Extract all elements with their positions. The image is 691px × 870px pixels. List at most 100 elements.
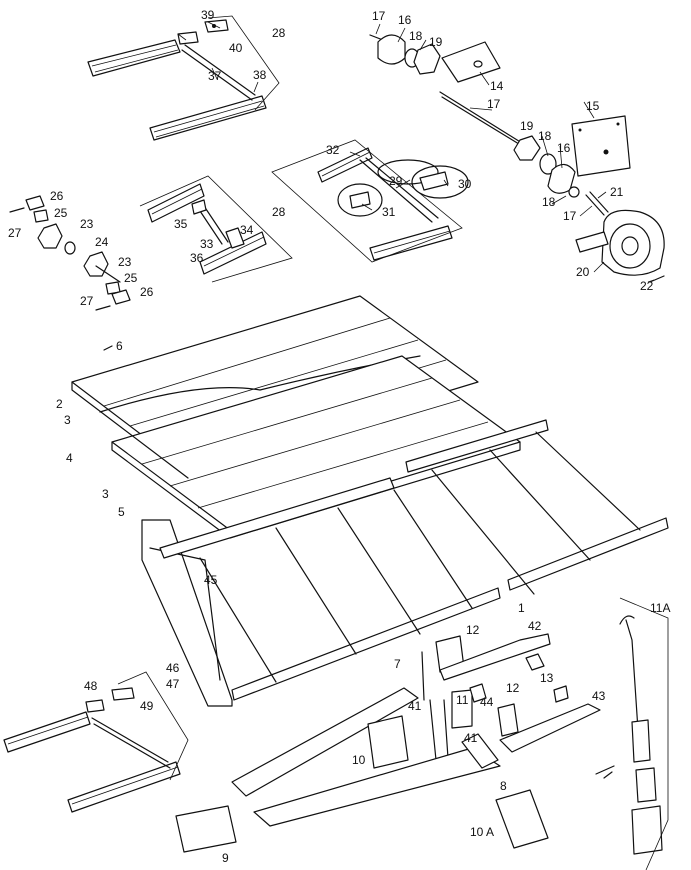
plate-15-hole-2 (616, 122, 620, 126)
bracket-line-11a (619, 597, 669, 870)
spacer-24 (64, 241, 76, 255)
callout-14: 14 (490, 79, 504, 93)
chain-lower-lower (67, 761, 181, 813)
collar-18b (539, 153, 557, 175)
slat-37 (184, 44, 256, 96)
callout-38: 38 (253, 68, 267, 82)
callout-11: 11 (456, 693, 469, 707)
shaft-left (95, 265, 121, 283)
jack-foot (631, 805, 663, 855)
plate-14-hole (473, 60, 483, 68)
drive-housing (575, 209, 665, 283)
shaft-21 (585, 191, 609, 216)
collar-18c (568, 186, 580, 198)
callout-6: 6 (116, 339, 123, 353)
chain-lower-lower-links (71, 766, 179, 805)
callout-11a: 11A (650, 601, 670, 615)
chain-32 (317, 147, 373, 183)
callout-10: 10 (352, 753, 366, 767)
callout-12: 12 (466, 623, 480, 637)
chain-32-links (321, 151, 371, 177)
callout-48: 48 (84, 679, 98, 693)
callout-24: 24 (95, 235, 109, 249)
callout-40: 40 (229, 41, 243, 55)
bracket-49 (111, 687, 135, 701)
callout-42: 42 (528, 619, 542, 633)
sprocket-assembly-left (9, 195, 131, 311)
sprocket-19b (513, 135, 541, 161)
chain-center-lower (369, 225, 453, 261)
callout-23: 23 (80, 217, 94, 231)
slat-center (359, 157, 439, 223)
callout-13: 13 (540, 671, 554, 685)
callout-29: 29 (389, 174, 403, 188)
side-panel-45 (141, 519, 233, 707)
callout-39: 39 (201, 8, 215, 22)
callout-30: 30 (458, 177, 472, 191)
callout-16: 16 (398, 13, 412, 27)
housing-20-hub (621, 236, 639, 256)
bracket-30 (419, 171, 449, 191)
callout-33: 33 (200, 237, 214, 251)
bracket-40-hole (212, 24, 216, 28)
plate-15-hole-1 (578, 128, 582, 132)
detail-circle-31 (337, 183, 383, 217)
coupler-41b (461, 733, 499, 769)
jack-tube (631, 719, 651, 763)
chain-left-upper (147, 183, 205, 223)
callout-8: 8 (500, 779, 507, 793)
chain-lower-upper (3, 711, 91, 753)
chain-left-upper-links (151, 188, 203, 215)
callout-19: 19 (520, 119, 534, 133)
plate-15-hole-3 (603, 149, 609, 155)
chain-upper-left (87, 39, 181, 77)
bolt-22 (649, 275, 665, 283)
callout-34: 34 (240, 223, 254, 237)
bracket-13a (525, 653, 545, 671)
jack-pin (595, 765, 615, 779)
callout-28: 28 (272, 205, 286, 219)
frame (141, 419, 669, 707)
callout-18: 18 (542, 195, 556, 209)
hitch-9 (175, 805, 237, 853)
callout-15: 15 (586, 99, 600, 113)
bracket-line-28a (207, 15, 280, 111)
jack-lower-tube (635, 767, 657, 803)
chain-upper-left-links (91, 44, 179, 73)
fastener-48 (85, 699, 105, 713)
chain-lower-upper-links (7, 716, 89, 745)
callout-28: 28 (272, 26, 286, 40)
callout-27: 27 (80, 294, 94, 308)
slat-37-edge (181, 49, 253, 101)
fastener-6 (103, 345, 113, 351)
callout-19: 19 (429, 35, 443, 49)
callout-43: 43 (592, 689, 606, 703)
bracket-13b (553, 685, 569, 703)
callout-47: 47 (166, 677, 180, 691)
callout-37: 37 (208, 69, 222, 83)
callout-41: 41 (408, 699, 422, 713)
callout-31: 31 (382, 205, 396, 219)
callout-18: 18 (538, 129, 552, 143)
leader-lines (177, 21, 655, 283)
rail-rear (231, 587, 501, 701)
bracket-26a (25, 195, 45, 211)
callout-4: 4 (66, 451, 73, 465)
callout-20: 20 (576, 265, 590, 279)
bracket-26b (111, 289, 131, 305)
callout-26: 26 (50, 189, 64, 203)
cross-members (199, 431, 641, 683)
chain-lower-left-links (153, 100, 265, 138)
shaft-17b (439, 91, 533, 153)
jack-assembly-11a (595, 597, 669, 870)
arm-43 (499, 703, 601, 753)
bolt-27a (9, 207, 25, 213)
detail-circle-30 (411, 165, 469, 199)
housing-20 (601, 209, 665, 276)
callout-22: 22 (640, 279, 654, 293)
fastener-39 (177, 31, 199, 45)
assembly-46-47 (3, 671, 189, 813)
callout-3: 3 (64, 413, 71, 427)
bolt-27b (95, 305, 111, 311)
